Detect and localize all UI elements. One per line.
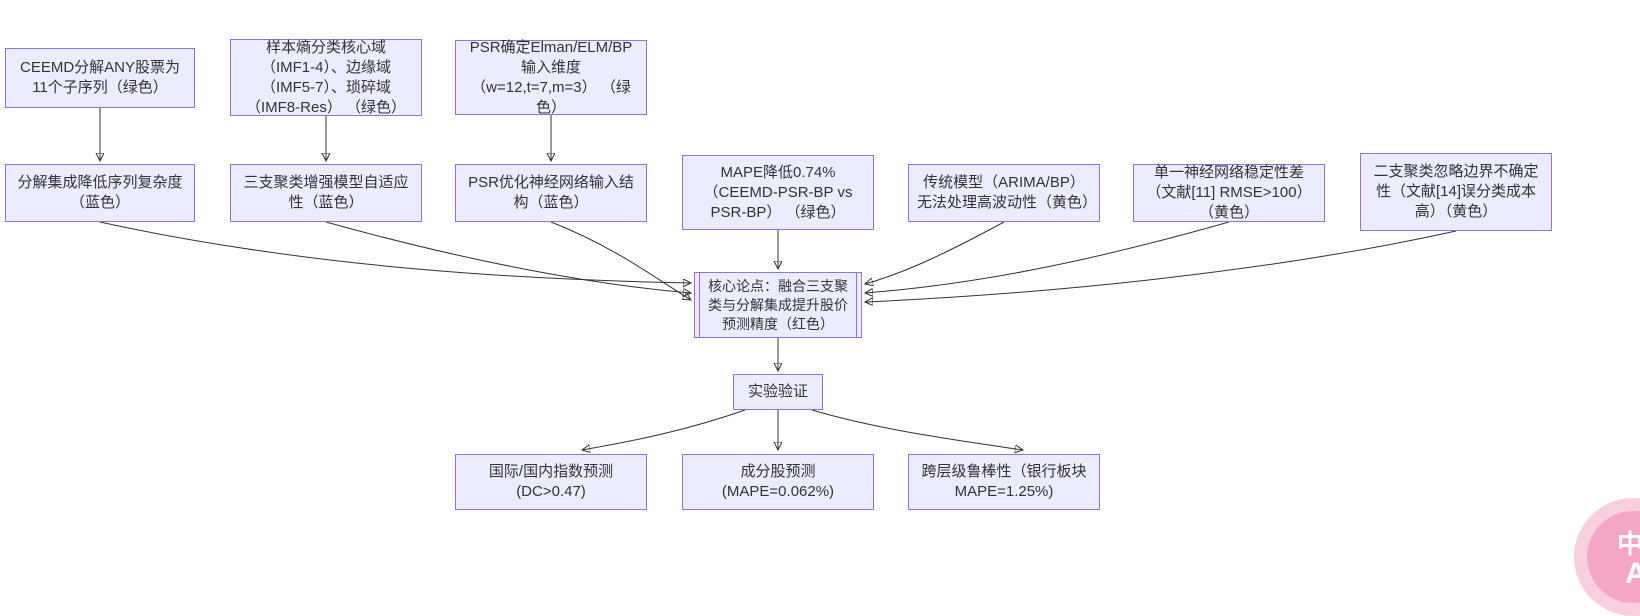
edge-experiment-robustness — [811, 409, 1023, 450]
node-component-prediction: 成分股预测 (MAPE=0.062%) — [682, 454, 874, 510]
node-single-nn-label: 单一神经网络稳定性差（文献[11] RMSE>100） （黄色） — [1146, 164, 1312, 221]
node-traditional: 传统模型（ARIMA/BP）无法处理高波动性（黄色） — [908, 164, 1100, 222]
node-experiment: 实验验证 — [733, 374, 823, 410]
node-robustness-label: 跨层级鲁棒性（银行板块MAPE=1.25%) — [921, 463, 1087, 500]
node-two-way: 二支聚类忽略边界不确定性（文献[14]误分类成本高）（黄色） — [1360, 153, 1552, 231]
edge-twoway-core — [865, 230, 1457, 302]
node-ceemd-label: CEEMD分解ANY股票为11个子序列（绿色） — [19, 59, 180, 96]
node-index-prediction-label: 国际/国内指数预测 (DC>0.47) — [488, 463, 614, 500]
translate-icon: 中 A — [1587, 511, 1640, 603]
node-mape-drop: MAPE降低0.74%（CEEMD-PSR-BP vs PSR-BP） （绿色） — [682, 155, 874, 230]
node-ceemd: CEEMD分解ANY股票为11个子序列（绿色） — [5, 48, 195, 108]
node-component-prediction-label: 成分股预测 (MAPE=0.062%) — [721, 463, 835, 500]
edge-psropt-core — [550, 221, 691, 300]
node-traditional-label: 传统模型（ARIMA/BP）无法处理高波动性（黄色） — [917, 174, 1098, 211]
edge-singlenn-core — [865, 221, 1230, 293]
node-single-nn: 单一神经网络稳定性差（文献[11] RMSE>100） （黄色） — [1133, 164, 1325, 222]
node-robustness: 跨层级鲁棒性（银行板块MAPE=1.25%) — [908, 454, 1100, 510]
node-sample-entropy-label: 样本熵分类核心域（IMF1-4）、边缘域（IMF5-7）、琐碎域（IMF8-Re… — [245, 38, 406, 116]
node-psr-dims: PSR确定Elman/ELM/BP输入维度（w=12,t=7,m=3） （绿色） — [455, 38, 647, 116]
edge-threeway-core — [325, 221, 691, 293]
translate-en-glyph: A — [1625, 557, 1640, 590]
edge-decompose-core — [99, 221, 691, 283]
node-experiment-label: 实验验证 — [747, 383, 808, 400]
node-sample-entropy: 样本熵分类核心域（IMF1-4）、边缘域（IMF5-7）、琐碎域（IMF8-Re… — [230, 39, 422, 116]
node-mape-drop-label: MAPE降低0.74%（CEEMD-PSR-BP vs PSR-BP） （绿色） — [703, 163, 853, 221]
node-index-prediction: 国际/国内指数预测 (DC>0.47) — [455, 454, 647, 510]
node-three-way-label: 三支聚类增强模型自适应性（蓝色） — [243, 174, 409, 211]
node-core-thesis: 核心论点：融合三支聚类与分解集成提升股价预测精度（红色） — [694, 272, 862, 338]
node-decompose-label: 分解集成降低序列复杂度（蓝色） — [17, 174, 183, 211]
node-psr-opt: PSR优化神经网络输入结构（蓝色） — [455, 164, 647, 222]
node-decompose: 分解集成降低序列复杂度（蓝色） — [5, 164, 195, 222]
translate-button[interactable]: 中 A — [1574, 498, 1640, 616]
edge-traditional-core — [865, 221, 1005, 284]
node-psr-dims-label: PSR确定Elman/ELM/BP输入维度（w=12,t=7,m=3） （绿色） — [469, 38, 633, 116]
node-three-way: 三支聚类增强模型自适应性（蓝色） — [230, 164, 422, 222]
flowchart-canvas: CEEMD分解ANY股票为11个子序列（绿色） 样本熵分类核心域（IMF1-4）… — [5, 38, 1640, 616]
edge-experiment-index — [582, 409, 746, 450]
node-two-way-label: 二支聚类忽略边界不确定性（文献[14]误分类成本高）（黄色） — [1373, 163, 1539, 220]
node-core-thesis-label: 核心论点：融合三支聚类与分解集成提升股价预测精度（红色） — [708, 277, 848, 332]
translate-zh-glyph: 中 — [1617, 529, 1640, 559]
node-psr-opt-label: PSR优化神经网络输入结构（蓝色） — [468, 174, 634, 211]
